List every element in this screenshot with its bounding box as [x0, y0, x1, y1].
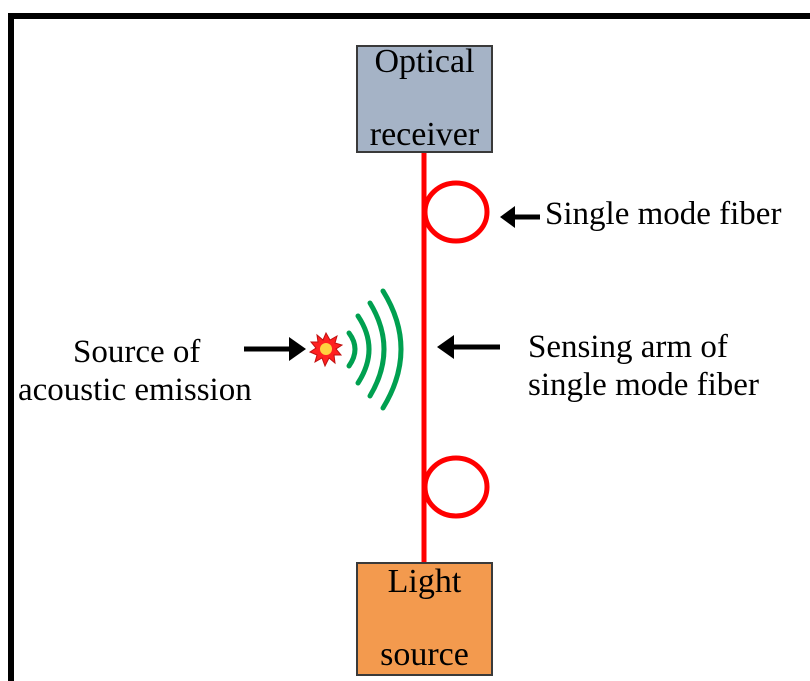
diagram-frame: [8, 13, 810, 681]
acoustic-wave-1: [346, 330, 358, 369]
sensing-arm-label-line1: Sensing arm of: [528, 329, 728, 365]
fiber-coil-top: [422, 180, 490, 244]
light-source-label-line2: source: [380, 636, 469, 674]
light-source-label-line1: Light: [387, 562, 462, 600]
ae-source-label-line2: acoustic emission: [18, 371, 252, 408]
optical-receiver-label-line2: receiver: [369, 116, 480, 154]
sensing-arm-label-line2: single mode fiber: [528, 366, 759, 403]
single-mode-fiber-label: Single mode fiber: [545, 196, 782, 232]
ae-source-label-line1: Source of: [73, 334, 201, 370]
arrow-single-mode-fiber: [500, 206, 540, 228]
fiber-coil-bottom: [422, 455, 490, 519]
sensing-arm-label: Sensing arm of single mode fiber: [528, 329, 759, 405]
acoustic-wave-2: [355, 313, 372, 386]
optical-receiver-box: Optical receiver: [356, 42, 493, 154]
arrow-sensing-arm: [437, 335, 500, 359]
acoustic-wave-3: [367, 300, 387, 399]
optical-receiver-label-line1: Optical: [374, 42, 475, 80]
light-source-box: Light source: [356, 562, 493, 676]
arrow-ae-source: [244, 337, 306, 361]
acoustic-wave-4: [380, 288, 404, 411]
ae-source-label: Source of acoustic emission: [18, 334, 252, 410]
emission-burst-core: [320, 343, 332, 355]
